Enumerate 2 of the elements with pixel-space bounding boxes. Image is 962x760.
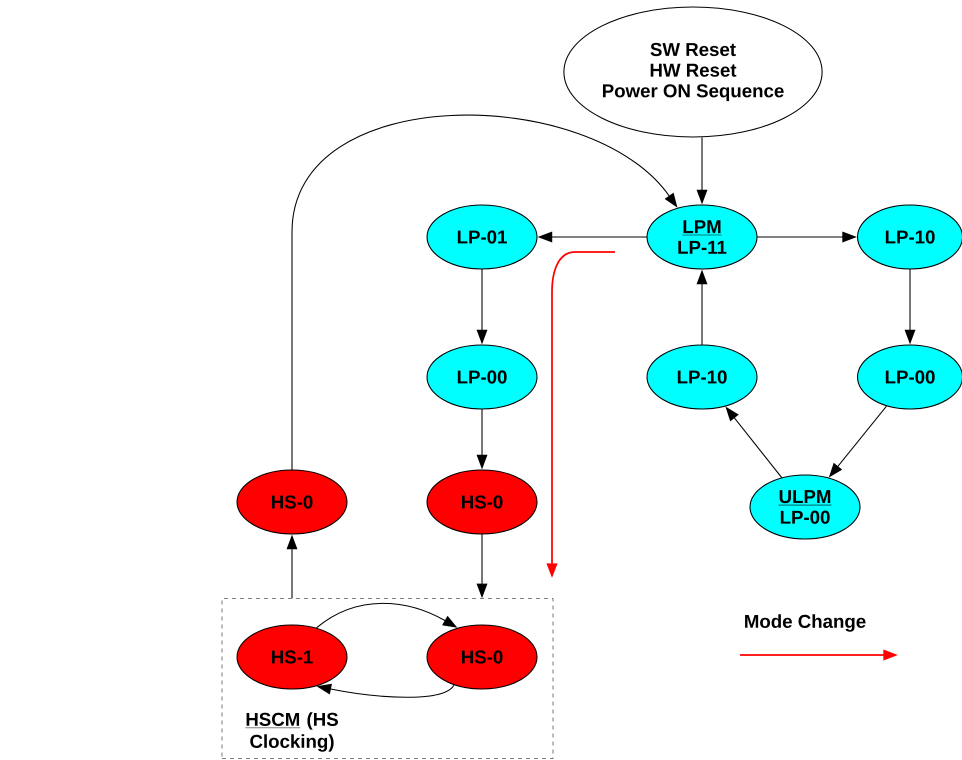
legend-label: Mode Change (745, 614, 866, 632)
arrow (291, 115, 678, 470)
